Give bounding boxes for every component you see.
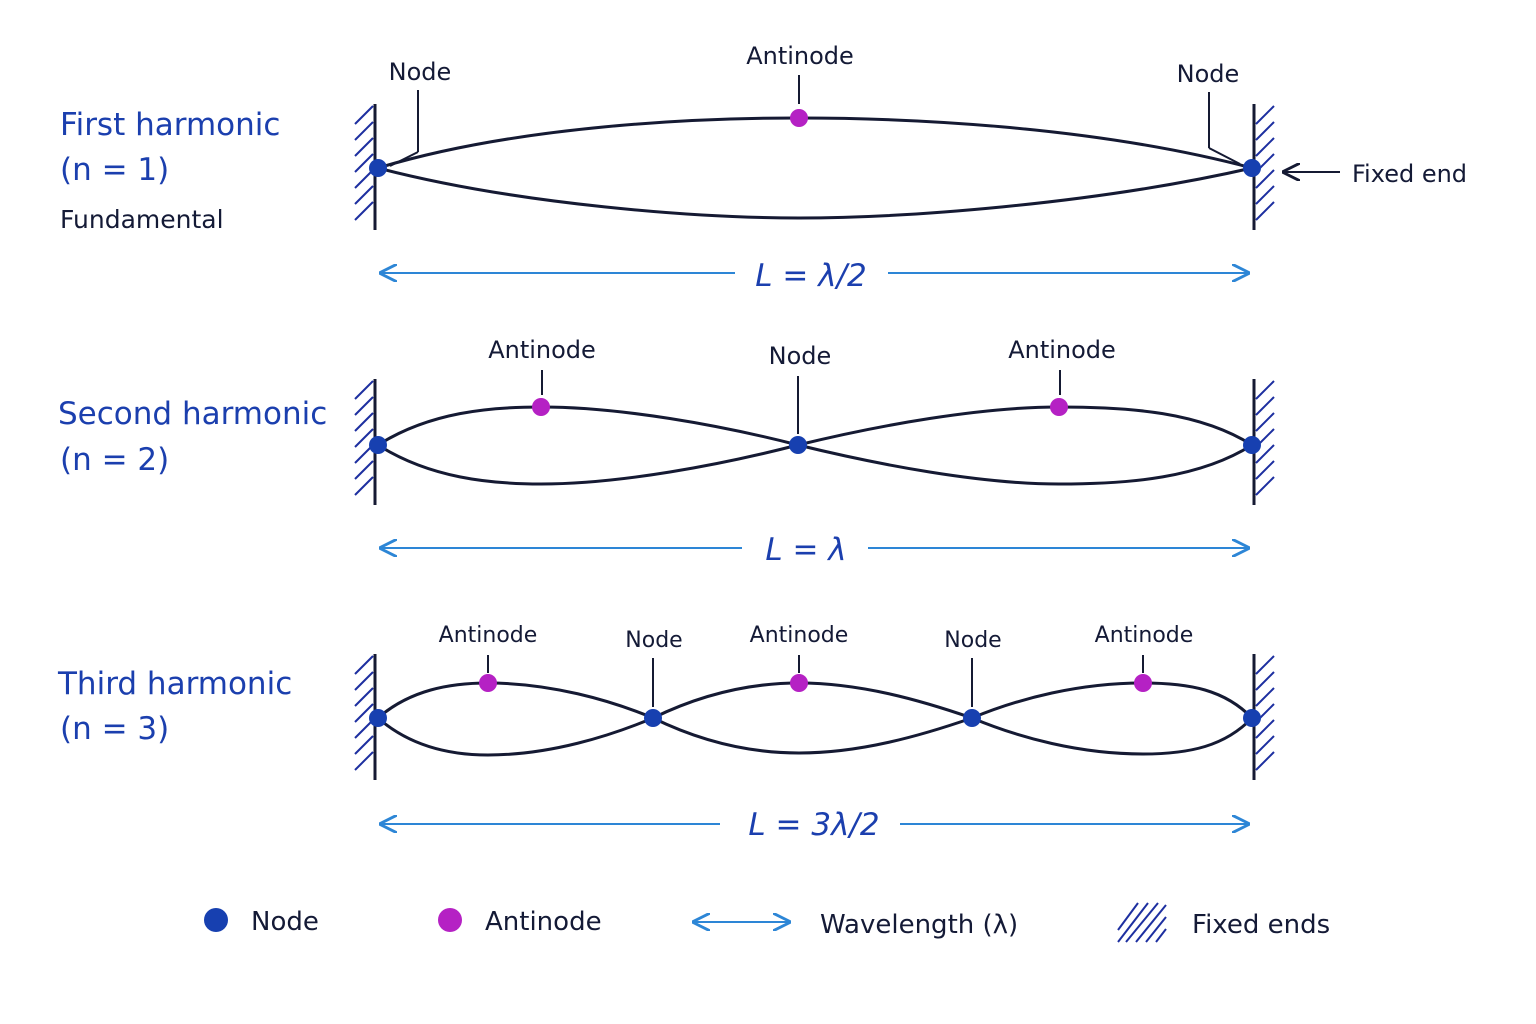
antinode-dot bbox=[532, 398, 550, 416]
node-dot bbox=[1243, 159, 1261, 177]
panel-title: Second harmonic bbox=[58, 396, 327, 432]
length-equation: L = 3λ/2 bbox=[748, 807, 879, 843]
legend-antinode-label: Antinode bbox=[485, 907, 602, 937]
panel-n-label: (n = 2) bbox=[60, 442, 169, 478]
antinode-dot bbox=[790, 109, 808, 127]
panel-n-label: (n = 3) bbox=[60, 711, 169, 747]
legend-item-antinode: Antinode bbox=[438, 907, 602, 937]
string-upper bbox=[377, 116, 1253, 170]
antinode-label: Antinode bbox=[1008, 336, 1116, 364]
node-label: Node bbox=[389, 58, 452, 86]
string-lower bbox=[377, 166, 1253, 220]
antinode-label: Antinode bbox=[488, 336, 596, 364]
antinode-dot bbox=[1050, 398, 1068, 416]
legend-item-wavelength: Wavelength (λ) bbox=[694, 910, 1018, 940]
antinode-dot bbox=[790, 674, 808, 692]
legend-item-fixed-ends: Fixed ends bbox=[1117, 902, 1330, 943]
node-label: Node bbox=[944, 628, 1001, 653]
node-dot bbox=[644, 709, 662, 727]
legend-node-label: Node bbox=[251, 907, 319, 937]
panel-n-label: (n = 1) bbox=[60, 152, 169, 188]
antinode-label: Antinode bbox=[1095, 623, 1194, 648]
string-lower bbox=[377, 443, 1253, 486]
antinode-label: Antinode bbox=[439, 623, 538, 648]
antinode-label: Antinode bbox=[746, 42, 854, 70]
panel-title: Third harmonic bbox=[57, 666, 292, 702]
antinode-dot bbox=[479, 674, 497, 692]
node-dot bbox=[963, 709, 981, 727]
node-label: Node bbox=[1177, 60, 1240, 88]
panel-subtitle: Fundamental bbox=[60, 205, 224, 234]
node-dot bbox=[789, 436, 807, 454]
panel-second-harmonic: Second harmonic (n = 2) Antin bbox=[58, 336, 1275, 568]
node-dot bbox=[1243, 436, 1261, 454]
node-dot bbox=[1243, 709, 1261, 727]
node-dot bbox=[369, 436, 387, 454]
node-label: Node bbox=[769, 342, 832, 370]
antinode-dot bbox=[438, 908, 462, 932]
hatch-icon bbox=[1117, 902, 1167, 943]
legend-item-node: Node bbox=[204, 907, 319, 937]
length-equation: L = λ bbox=[765, 532, 846, 568]
node-dot bbox=[204, 908, 228, 932]
node-dot bbox=[369, 159, 387, 177]
legend-wavelength-label: Wavelength (λ) bbox=[820, 910, 1018, 940]
string-lower bbox=[377, 716, 1254, 757]
node-dot bbox=[369, 709, 387, 727]
length-equation: L = λ/2 bbox=[755, 258, 866, 294]
fixed-end-label: Fixed end bbox=[1352, 160, 1467, 188]
string-upper bbox=[377, 405, 1253, 447]
legend-fixed-ends-label: Fixed ends bbox=[1192, 910, 1330, 940]
antinode-label: Antinode bbox=[750, 623, 849, 648]
panel-title: First harmonic bbox=[60, 107, 280, 143]
panel-third-harmonic: Third harmonic (n = 3) bbox=[57, 623, 1275, 843]
panel-first-harmonic: First harmonic (n = 1) Fundamental bbox=[60, 42, 1467, 294]
string-upper bbox=[377, 681, 1254, 720]
antinode-dot bbox=[1134, 674, 1152, 692]
node-label: Node bbox=[625, 628, 682, 653]
legend: Node Antinode Wavelength (λ) Fixed ends bbox=[204, 902, 1330, 943]
